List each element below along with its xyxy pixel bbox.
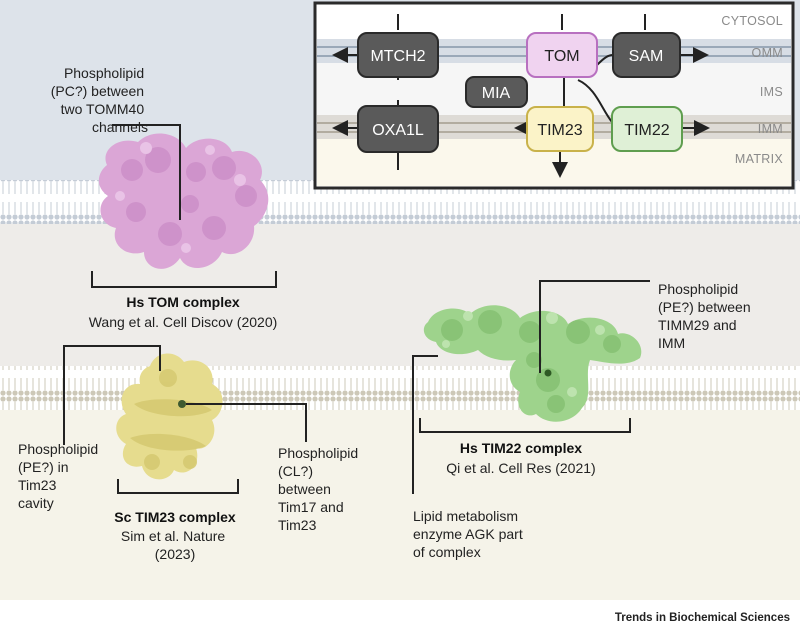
tom-lipid-pointer xyxy=(112,124,181,220)
tim23-left-lipid-note: Phospholipid (PE?) in Tim23 cavity xyxy=(18,441,102,511)
compartment-label: CYTOSOL xyxy=(721,14,783,28)
inner-membrane-bilayer xyxy=(0,366,800,410)
tim23-right-lipid-note: Phospholipid (CL?) between Tim17 and Tim… xyxy=(278,445,362,533)
oxa1l-box: OXA1L xyxy=(357,105,439,153)
tom-label: TOM xyxy=(544,48,579,65)
tim23-structure xyxy=(116,353,223,480)
tim23-bracket xyxy=(117,479,239,494)
agk-pointer xyxy=(412,355,438,494)
tim23-left-lipid-pointer xyxy=(63,345,161,445)
tom-structure xyxy=(98,133,269,269)
tim22-bracket xyxy=(419,418,631,433)
compartment-label: IMM xyxy=(758,122,783,136)
footer-background xyxy=(0,600,800,630)
tim22-label: TIM22 xyxy=(624,122,669,139)
journal-credit: Trends in Biochemical Sciences xyxy=(615,612,790,624)
agk-note: Lipid metabolism enzyme AGK part of comp… xyxy=(413,508,527,560)
tim23-title: Sc TIM23 complex xyxy=(114,509,236,525)
compartment-label: OMM xyxy=(752,46,783,60)
compartment-label: IMS xyxy=(760,85,783,99)
tom-title: Hs TOM complex xyxy=(126,294,240,310)
tim23-label: TIM23 xyxy=(537,122,582,139)
tim23-box: TIM23 xyxy=(526,106,594,152)
tim22-title: Hs TIM22 complex xyxy=(460,440,582,456)
tim22-box: TIM22 xyxy=(611,106,683,152)
tim22-lipid-pointer xyxy=(539,280,650,373)
oxa1l-label: OXA1L xyxy=(372,122,424,139)
sam-box: SAM xyxy=(612,32,681,78)
tom-citation: Wang et al. Cell Discov (2020) xyxy=(89,314,278,330)
tim23-citation: Sim et al. Nature (2023) xyxy=(121,528,229,562)
tom-bracket xyxy=(91,271,277,288)
tim22-citation: Qi et al. Cell Res (2021) xyxy=(446,460,595,476)
mtch2-box: MTCH2 xyxy=(357,32,439,78)
import-pathway-inset: CYTOSOL OMM IMS IMM MATRIX MTCH2 TOM xyxy=(313,1,795,190)
tim23-right-lipid-pointer xyxy=(186,403,307,442)
mia-box: MIA xyxy=(465,76,528,108)
compartment-label: MATRIX xyxy=(735,152,783,166)
tom-lipid-note: Phospholipid (PC?) between two TOMM40 ch… xyxy=(51,65,148,135)
tim22-structure xyxy=(423,305,642,422)
mia-label: MIA xyxy=(482,85,511,102)
tom-box: TOM xyxy=(526,32,598,78)
sam-label: SAM xyxy=(629,48,664,65)
tim22-lipid-note: Phospholipid (PE?) between TIMM29 and IM… xyxy=(658,281,755,351)
mtch2-label: MTCH2 xyxy=(370,48,425,65)
